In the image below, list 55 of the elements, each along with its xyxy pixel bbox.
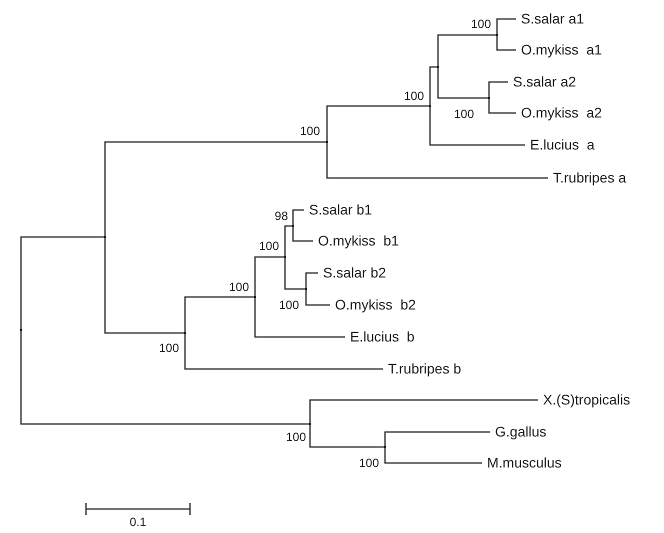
taxon-label: S.salar b1 [304,202,372,218]
tree-branch [437,34,497,66]
tree-branch [305,290,330,306]
tree-branch [326,143,548,179]
tree-branch [292,209,304,225]
tree-branch [184,296,255,332]
scale-label: 0.1 [130,515,146,529]
taxon-label: O.mykiss b2 [330,297,416,313]
bootstrap-value: 100 [286,431,306,443]
taxon-label: M.musculus [482,455,562,471]
taxon-label: T.rubripes a [548,170,626,186]
bootstrap-value: 100 [454,108,474,120]
tree-branch [20,236,105,329]
tree-branch [309,399,538,423]
tree-branch [20,331,310,425]
tree-branch [384,448,482,464]
tree-branch [496,18,516,34]
bootstrap-value: 100 [300,125,320,137]
tree-branch [284,258,306,290]
taxon-label: T.rubripes b [383,361,462,377]
tree-branch [496,36,516,51]
tree-branch [254,256,285,296]
taxon-label: X.(S)tropicalis [538,392,630,408]
tree-branch [437,68,489,99]
tree-branch [292,227,313,242]
bootstrap-value: 100 [258,240,279,252]
bootstrap-value: 100 [278,299,299,311]
taxon-label: O.mykiss a1 [516,42,602,58]
bootstrap-value: 100 [470,18,491,30]
tree-branch [184,334,383,370]
bootstrap-value: 100 [358,457,379,469]
taxon-label: G.gallus [490,424,546,440]
taxon-label: S.salar b2 [318,265,386,281]
tree-branch [305,272,318,288]
tree-branch [326,105,430,141]
taxon-label: O.mykiss a2 [516,105,602,121]
tree-branch [488,99,516,114]
tree-branch [104,141,327,236]
tree-branch [309,425,385,448]
taxon-label: E.lucius a [525,137,595,153]
taxon-label: S.salar a2 [508,74,576,90]
bootstrap-value: 100 [228,281,249,293]
taxon-label: E.lucius b [345,329,415,345]
taxon-label: O.mykiss b1 [313,233,399,249]
tree-branch [429,66,438,105]
bootstrap-value: 100 [404,90,424,102]
tree-branch [429,107,525,146]
tree-branch [254,298,345,338]
bootstrap-value: 98 [274,210,288,222]
tree-branch [488,81,508,97]
tree-branch [104,238,185,334]
bootstrap-value: 100 [158,342,179,354]
tree-branch [384,431,490,446]
tree-branch [284,225,293,256]
taxon-label: S.salar a1 [516,11,584,27]
